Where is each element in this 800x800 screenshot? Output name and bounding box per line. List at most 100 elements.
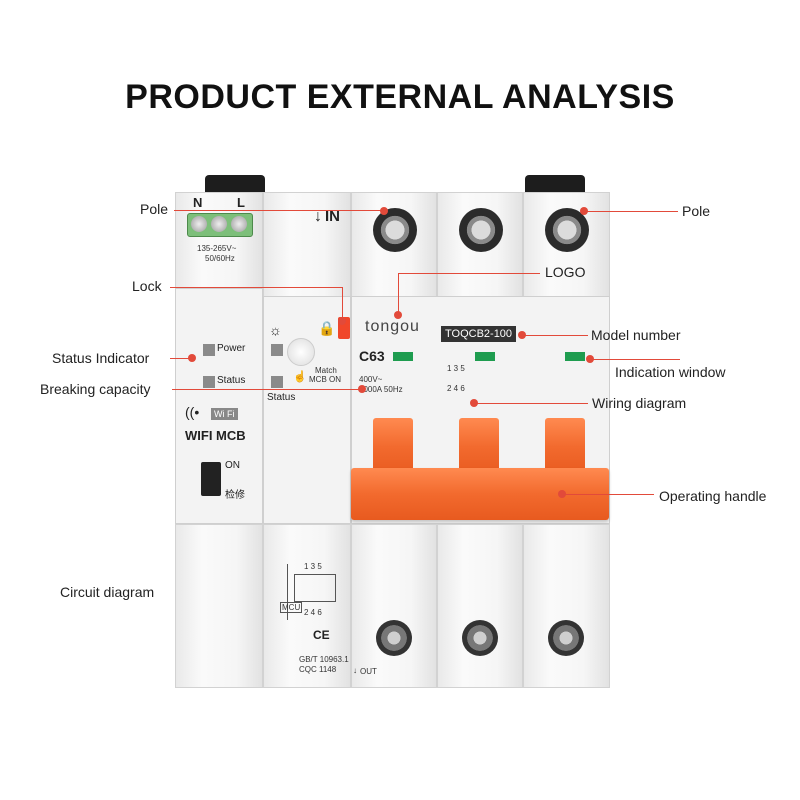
leader-logo-h	[398, 273, 540, 274]
standard-2: CQC 1148	[299, 665, 337, 674]
callout-lock: Lock	[132, 278, 162, 294]
service-label: 检修	[225, 490, 245, 501]
pole-screw-bottom-3	[548, 620, 584, 656]
indication-window-1	[393, 352, 413, 361]
callout-model-number: Model number	[591, 327, 681, 343]
leader-pole-right	[584, 211, 678, 212]
callout-pole-left: Pole	[140, 201, 169, 217]
spec-voltage: 400V~	[359, 375, 383, 384]
power-label: Power	[217, 343, 246, 354]
power-led	[203, 344, 215, 356]
callout-breaking-capacity: Breaking capacity	[40, 381, 151, 397]
frequency-range-text: 50/60Hz	[205, 254, 235, 263]
breaker-device: N L 135-265V~ 50/60Hz ↓ IN Power Status …	[175, 170, 610, 690]
pole-screw-top-2	[459, 208, 503, 252]
model-badge: TOQCB2-100	[441, 326, 517, 342]
callout-indication-window: Indication window	[615, 364, 726, 380]
spec-capacity: 6000A 50Hz	[359, 385, 403, 394]
wifi-badge: Wi Fi	[211, 408, 238, 420]
terminal-n-label: N	[193, 195, 203, 210]
callout-operating-handle: Operating handle	[659, 488, 767, 504]
leader-wiring-diagram	[474, 403, 588, 404]
on-label: ON	[225, 460, 240, 471]
in-label: IN	[325, 208, 340, 225]
circuit-diagram: 1 3 5 MCU 2 4 6	[280, 562, 348, 620]
rating-label: C63	[359, 348, 385, 364]
nl-terminal-block: N L	[187, 195, 253, 245]
module-in-top	[263, 192, 351, 312]
leader-indication-window	[590, 359, 680, 360]
leader-breaking-capacity	[172, 389, 362, 390]
middle-band-status	[263, 296, 351, 524]
status-label: Status	[217, 375, 246, 386]
callout-pole-right: Pole	[682, 203, 711, 219]
leader-lock-v	[342, 287, 343, 321]
lock-icon: 🔒	[318, 320, 336, 336]
callout-wiring-diagram: Wiring diagram	[592, 395, 687, 411]
wifi-icon: ((•	[185, 404, 200, 420]
leader-dot-pole-right	[580, 207, 588, 215]
terminal-screw-1	[191, 216, 207, 232]
indication-window-2	[475, 352, 495, 361]
leader-dot-wiring-diagram	[470, 399, 478, 407]
leader-dot-pole-left	[380, 207, 388, 215]
din-clip-left	[205, 175, 265, 197]
leader-status-indicator	[170, 358, 192, 359]
out-arrow-icon: ↓	[353, 666, 357, 675]
sun-icon: ☼	[269, 322, 282, 338]
leader-dot-status-indicator	[188, 354, 196, 362]
module-pole2-bottom	[437, 524, 523, 688]
leader-pole-left	[174, 210, 384, 211]
leader-dot-logo	[394, 311, 402, 319]
match-button[interactable]	[287, 338, 315, 366]
indication-window-3	[565, 352, 585, 361]
leader-lock-h	[170, 287, 342, 288]
status-led-2	[271, 344, 283, 356]
status-label-2: Status	[267, 392, 296, 403]
callout-logo: LOGO	[545, 264, 586, 280]
voltage-range-text: 135-265V~	[197, 244, 237, 253]
handle-lever-2[interactable]	[459, 418, 499, 476]
leader-dot-lock	[338, 317, 346, 325]
leader-dot-breaking-capacity	[358, 385, 366, 393]
handle-lever-3[interactable]	[545, 418, 585, 476]
leader-dot-model	[518, 331, 526, 339]
manual-switch[interactable]	[201, 462, 221, 496]
module-pole1-bottom	[351, 524, 437, 688]
callout-status-indicator: Status Indicator	[52, 350, 150, 366]
leader-dot-operating-handle	[558, 490, 566, 498]
module-pole3-bottom	[523, 524, 610, 688]
wifi-mcb-label: WIFI MCB	[185, 428, 246, 443]
circuit-bottom-terminals: 2 4 6	[304, 608, 322, 617]
page-title: PRODUCT EXTERNAL ANALYSIS	[125, 78, 675, 116]
callout-circuit-diagram: Circuit diagram	[60, 584, 155, 600]
circuit-switch-box	[294, 574, 336, 602]
module-in-bottom	[263, 524, 351, 688]
leader-operating-handle	[562, 494, 654, 495]
leader-dot-indication-window	[586, 355, 594, 363]
pole-screw-bottom-1	[376, 620, 412, 656]
din-clip-right	[525, 175, 585, 197]
mcb-on-label: MCB ON	[309, 375, 341, 384]
ce-mark: CE	[313, 628, 330, 642]
mcu-label: MCU	[280, 602, 303, 613]
terminal-l-label: L	[237, 195, 245, 210]
hand-icon: ☝	[293, 371, 307, 383]
out-label: OUT	[360, 667, 377, 676]
brand-logo: tongou	[365, 318, 420, 335]
in-arrow-icon: ↓	[314, 208, 322, 225]
status-led	[203, 376, 215, 388]
wiring-top-terminals: 1 3 5	[447, 364, 465, 373]
pole-screw-top-3	[545, 208, 589, 252]
wiring-bottom-terminals: 2 4 6	[447, 384, 465, 393]
leader-model	[522, 335, 588, 336]
pole-screw-top-1	[373, 208, 417, 252]
module-wifi-bottom	[175, 524, 263, 688]
standard-1: GB/T 10963.1	[299, 655, 349, 664]
terminal-screw-2	[211, 216, 227, 232]
match-label: Match	[315, 366, 337, 375]
handle-lever-1[interactable]	[373, 418, 413, 476]
pole-screw-bottom-2	[462, 620, 498, 656]
circuit-top-terminals: 1 3 5	[304, 562, 322, 571]
terminal-screw-3	[231, 216, 247, 232]
